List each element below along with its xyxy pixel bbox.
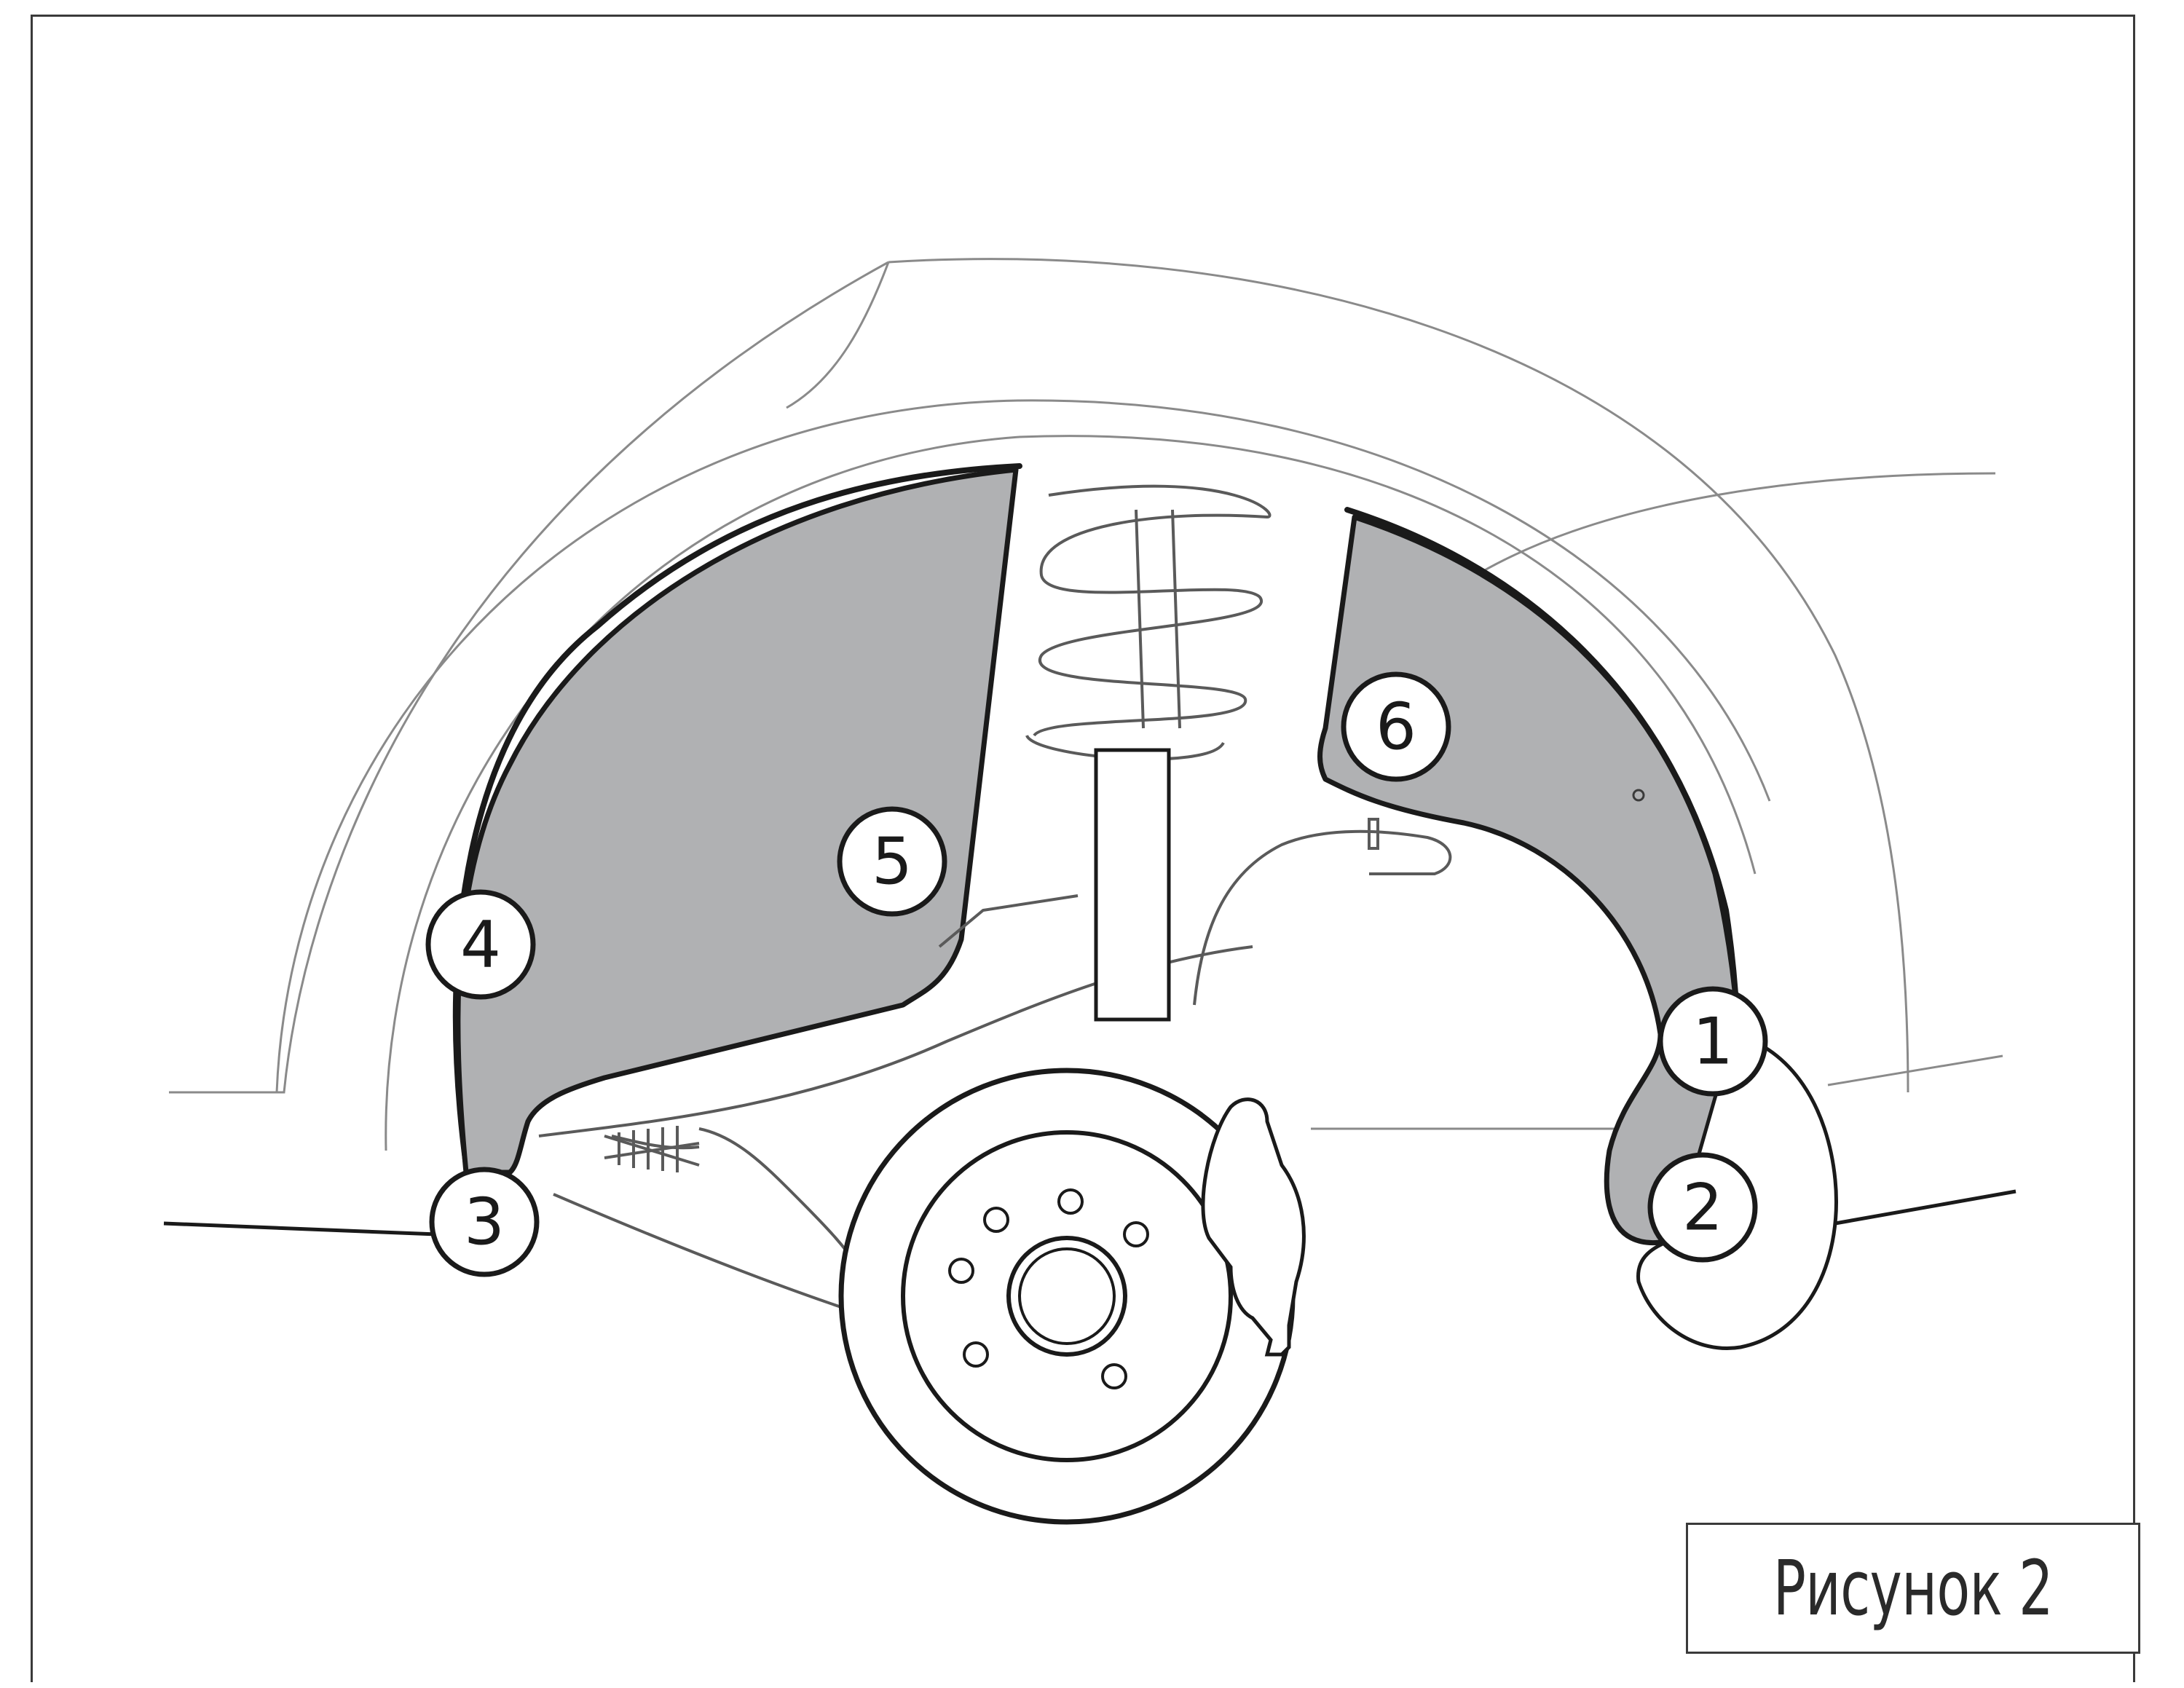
callout-6-label: 6 xyxy=(1376,690,1416,765)
callout-5: 5 xyxy=(837,806,947,917)
callout-2-label: 2 xyxy=(1682,1170,1723,1245)
coil-spring xyxy=(1033,484,1272,737)
wheel-stud xyxy=(1057,1188,1084,1215)
callout-6: 6 xyxy=(1341,671,1451,782)
callout-1: 1 xyxy=(1657,986,1768,1097)
callout-4: 4 xyxy=(425,889,536,1000)
callout-4-label: 4 xyxy=(460,907,501,982)
figure-frame xyxy=(31,15,2135,1682)
sill-lines xyxy=(163,1189,2017,1237)
figure-caption-box: Рисунок 2 xyxy=(1686,1523,2140,1654)
callout-3: 3 xyxy=(429,1167,540,1277)
boot-bellows xyxy=(604,1126,700,1172)
wheel-stud xyxy=(1101,1363,1127,1389)
brake-caliper xyxy=(1201,1097,1306,1357)
wheel-stud xyxy=(963,1341,989,1368)
wheel-stud xyxy=(948,1258,974,1284)
shock-absorber xyxy=(1025,509,1225,1022)
figure-caption: Рисунок 2 xyxy=(1773,1544,2054,1633)
liner-rear-segment xyxy=(1317,514,1743,1245)
callout-1-label: 1 xyxy=(1692,1004,1733,1079)
mount-hole xyxy=(1632,789,1645,802)
car-body-outline xyxy=(169,258,2003,1151)
brake-line-clip xyxy=(1368,818,1379,850)
callout-5-label: 5 xyxy=(872,824,912,899)
wheel-stud xyxy=(1123,1221,1149,1247)
liner-front-segment xyxy=(455,467,1019,1175)
callout-2: 2 xyxy=(1647,1152,1758,1263)
brake-line xyxy=(1193,829,1452,1006)
brake-disc xyxy=(838,1068,1296,1525)
wheel-stud xyxy=(983,1207,1009,1233)
callout-3-label: 3 xyxy=(464,1185,505,1260)
